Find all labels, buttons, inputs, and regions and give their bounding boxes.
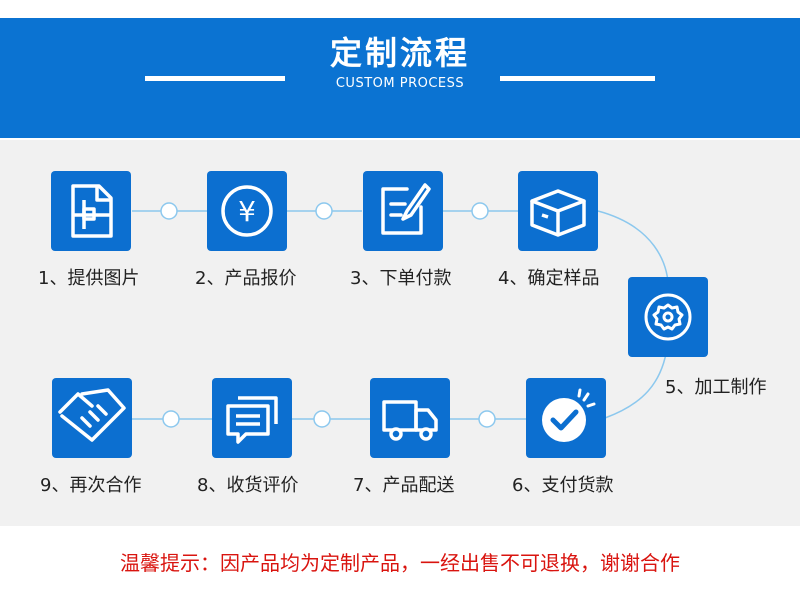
connector-node	[160, 202, 178, 220]
step-6-tile	[526, 378, 606, 458]
step-9-tile	[52, 378, 132, 458]
step-5-tile	[628, 277, 708, 357]
step-9-label: 9、再次合作	[40, 475, 142, 496]
edit-icon	[381, 183, 431, 235]
page-subtitle: CUSTOM PROCESS	[335, 76, 465, 91]
connector-node	[313, 410, 331, 428]
yen-icon: ¥	[221, 185, 273, 237]
connector-node	[478, 410, 496, 428]
step-7-tile	[370, 378, 450, 458]
title-divider-right	[500, 76, 655, 81]
step-2-label: 2、产品报价	[195, 268, 297, 289]
header-banner	[0, 18, 800, 138]
svg-text:¥: ¥	[238, 195, 256, 228]
step-6-label: 6、支付货款	[512, 475, 614, 496]
step-2-tile: ¥	[207, 171, 287, 251]
step-5-label: 5、加工制作	[665, 377, 767, 398]
gear-icon	[644, 293, 692, 341]
warm-tip-notice: 温馨提示：因产品均为定制产品，一经出售不可退换，谢谢合作	[120, 551, 680, 575]
step-4-tile	[518, 171, 598, 251]
step-8-tile	[212, 378, 292, 458]
title-divider-left	[145, 76, 285, 81]
connector-node	[162, 410, 180, 428]
handshake-icon	[58, 388, 126, 442]
check-icon	[542, 388, 596, 442]
step-3-label: 3、下单付款	[350, 268, 452, 289]
document-icon	[71, 184, 113, 238]
step-1-label: 1、提供图片	[38, 268, 140, 289]
truck-icon	[382, 400, 438, 441]
step-7-label: 7、产品配送	[353, 475, 455, 496]
step-3-tile	[363, 171, 443, 251]
step-8-label: 8、收货评价	[197, 475, 299, 496]
step-1-tile	[51, 171, 131, 251]
box-icon	[530, 189, 586, 237]
page-title: 定制流程	[329, 34, 470, 72]
connector-node	[315, 202, 333, 220]
chat-icon	[226, 396, 278, 444]
step-4-label: 4、确定样品	[498, 268, 600, 289]
connector-node	[471, 202, 489, 220]
